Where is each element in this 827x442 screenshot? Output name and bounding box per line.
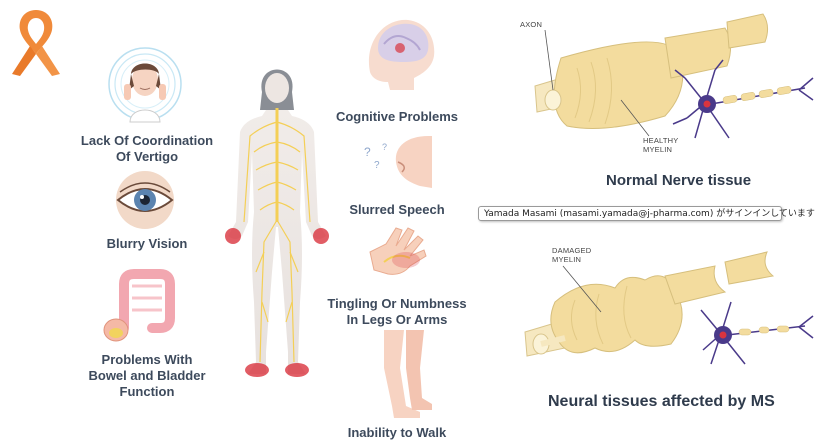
awareness-ribbon-icon bbox=[12, 10, 60, 76]
human-body-figure bbox=[225, 69, 329, 377]
svg-text:?: ? bbox=[364, 145, 371, 159]
symptom-cognitive-label: Cognitive Problems bbox=[335, 109, 459, 124]
bowel-bladder-icon bbox=[103, 269, 175, 342]
damaged-nerve-illustration bbox=[524, 251, 814, 365]
symptom-vision-label: Blurry Vision bbox=[106, 236, 188, 251]
legs-icon bbox=[384, 330, 432, 418]
brain-icon bbox=[368, 19, 435, 90]
foot-inflammation-right bbox=[285, 363, 309, 377]
eye-icon bbox=[116, 171, 174, 229]
damaged-myelin-label: DAMAGED MYELIN bbox=[552, 246, 592, 264]
hand-inflammation-right bbox=[313, 228, 329, 244]
tingling-hand-icon bbox=[369, 227, 427, 275]
ms-nerve-title: Neural tissues affected by MS bbox=[548, 393, 775, 410]
vertigo-head-icon bbox=[108, 47, 182, 123]
healthy-myelin-label: HEALTHY MYELIN bbox=[643, 136, 679, 154]
symptom-bowel-label: Problems With Bowel and Bladder Function bbox=[88, 352, 206, 399]
hand-inflammation-left bbox=[225, 228, 241, 244]
svg-text:?: ? bbox=[374, 160, 380, 171]
symptom-tingling-label: Tingling Or Numbness In Legs Or Arms bbox=[327, 296, 467, 327]
axon-label: AXON bbox=[520, 20, 543, 29]
signed-in-tooltip: Yamada Masami (masami.yamada@j-pharma.co… bbox=[478, 206, 815, 221]
normal-nerve-title: Normal Nerve tissue bbox=[606, 172, 752, 189]
foot-inflammation-left bbox=[245, 363, 269, 377]
svg-text:?: ? bbox=[382, 142, 387, 152]
symptom-walk-label: Inability to Walk bbox=[347, 425, 447, 440]
symptom-coordination-label: Lack Of Coordination Of Vertigo bbox=[80, 133, 214, 164]
slurred-speech-icon: ? ? ? bbox=[364, 136, 432, 188]
normal-nerve-illustration bbox=[534, 13, 814, 139]
symptom-speech-label: Slurred Speech bbox=[349, 202, 445, 217]
